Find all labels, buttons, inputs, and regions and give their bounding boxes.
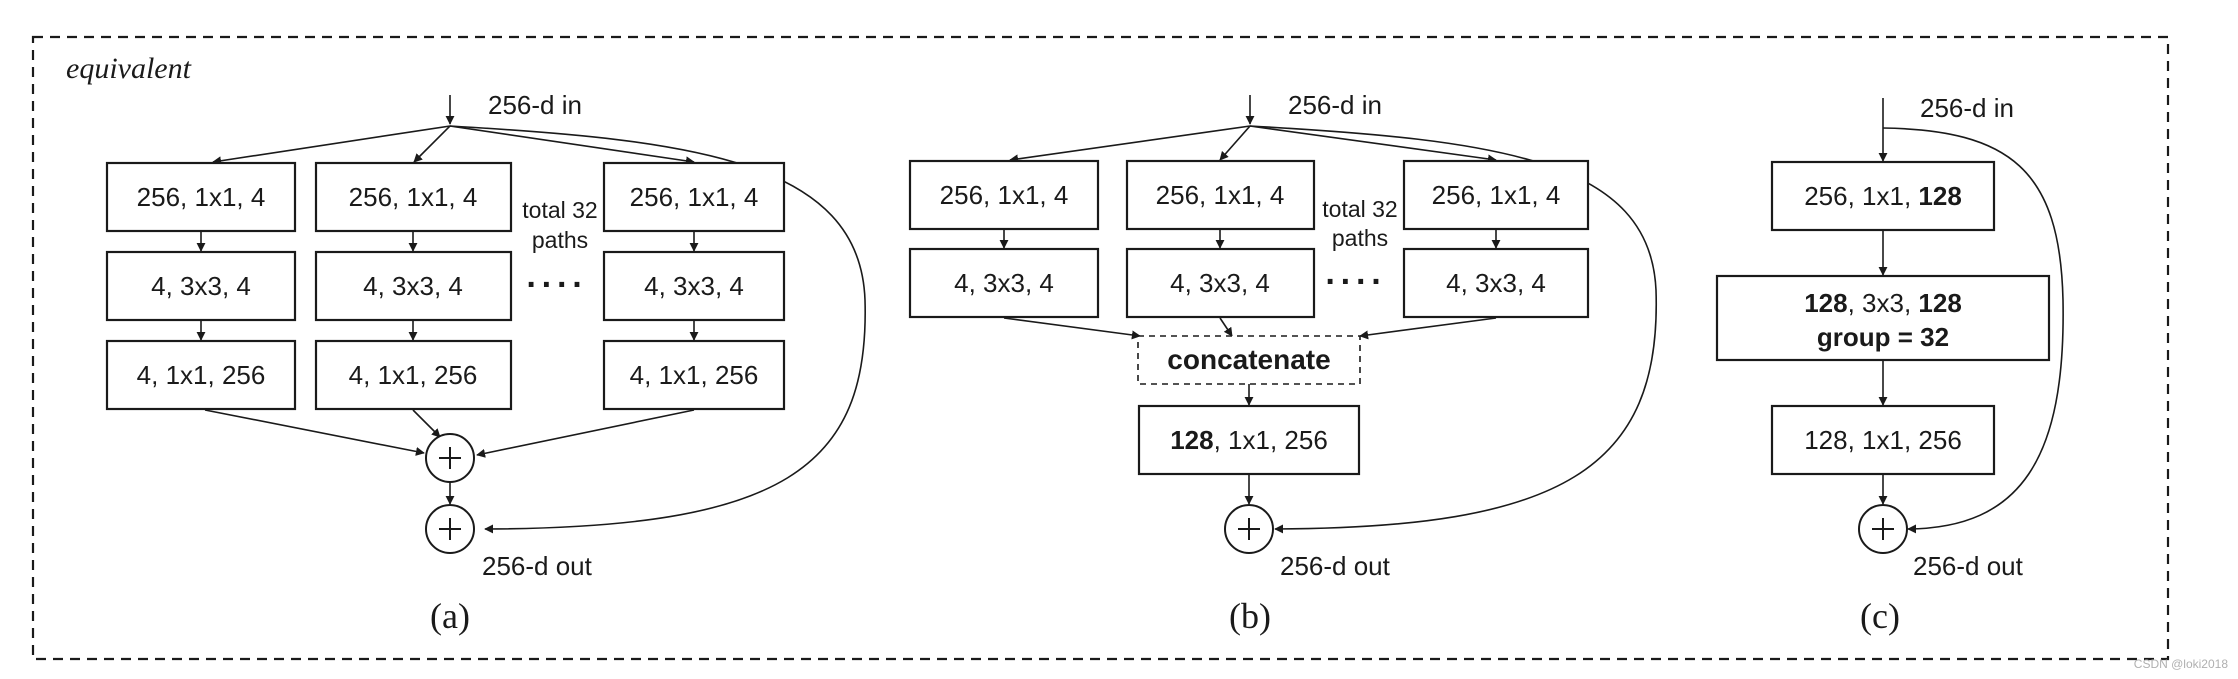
- panel-b-path2-conv2: [1125, 247, 1316, 319]
- panel-c-conv1-label: 256, 1x1, 128: [1804, 181, 1962, 211]
- panel-c-grouped-conv-line1: 128, 3x3, 128: [1804, 288, 1962, 318]
- panel-b-path1-conv2: [908, 247, 1100, 319]
- panel-c-grouped-conv: [1715, 274, 2051, 362]
- panel-a-input-label: 256-d in: [488, 90, 582, 120]
- panel-c-grouped-conv-line2: group = 32: [1817, 322, 1949, 352]
- panel-c-output-label: 256-d out: [1913, 551, 2024, 581]
- panel-b-concatenate-label: concatenate: [1167, 344, 1330, 375]
- panel-a-paths-note-line2: paths: [532, 227, 588, 253]
- equivalence-frame: [31, 35, 2170, 661]
- panel-b-output-label: 256-d out: [1280, 551, 1391, 581]
- panel-a-output-label: 256-d out: [482, 551, 593, 581]
- panel-a-path3-conv2: [602, 250, 786, 322]
- panel-a-ellipsis: ····: [526, 266, 587, 304]
- panel-b-path3-conv2: [1402, 247, 1590, 319]
- panel-a-path1-conv3: [105, 339, 297, 411]
- panel-a-path2-conv2: [314, 250, 513, 322]
- panel-a-path3-conv1-label: 256, 1x1, 4: [630, 182, 759, 212]
- panel-c: 256-d in 256, 1x1, 128 128, 3x3, 128 gro…: [1715, 93, 2064, 636]
- panel-a-path1-conv2-label: 4, 3x3, 4: [151, 271, 251, 301]
- panel-b-final-conv: [1137, 404, 1361, 476]
- panel-b: 256-d in 256, 1x1, 4 4, 3x3, 4 256, 1x1,…: [908, 90, 1657, 636]
- panel-b-path3-conv2-label: 4, 3x3, 4: [1446, 268, 1546, 298]
- panel-b-path2-conv1: [1125, 159, 1316, 231]
- panel-b-path2-conv2-label: 4, 3x3, 4: [1170, 268, 1270, 298]
- panel-b-path3-conv1: [1402, 159, 1590, 231]
- panel-a: 256-d in 256, 1x1, 4 4, 3x3, 4 4, 1x1, 2…: [105, 90, 866, 636]
- panel-a-paths-note-line1: total 32: [522, 197, 597, 223]
- panel-b-final-conv-label: 128, 1x1, 256: [1170, 425, 1328, 455]
- watermark: CSDN @loki2018: [2134, 657, 2229, 671]
- panel-a-path3-conv3: [602, 339, 786, 411]
- panel-a-path3-conv2-label: 4, 3x3, 4: [644, 271, 744, 301]
- panel-b-input-label: 256-d in: [1288, 90, 1382, 120]
- equivalent-label: equivalent: [66, 52, 192, 85]
- panel-b-path1-conv1: [908, 159, 1100, 231]
- panel-a-path3-conv3-label: 4, 1x1, 256: [630, 360, 759, 390]
- panel-a-path2-conv3-label: 4, 1x1, 256: [349, 360, 478, 390]
- panel-b-path1-conv1-label: 256, 1x1, 4: [940, 180, 1069, 210]
- panel-a-path1-conv1: [105, 161, 297, 233]
- panel-b-ellipsis: ····: [1325, 263, 1386, 301]
- panel-c-caption: (c): [1860, 596, 1900, 636]
- panel-a-path1-conv3-label: 4, 1x1, 256: [137, 360, 266, 390]
- panel-b-path3-conv1-label: 256, 1x1, 4: [1432, 180, 1561, 210]
- panel-a-caption: (a): [430, 596, 470, 636]
- panel-b-paths-note-line2: paths: [1332, 225, 1388, 251]
- panel-b-paths-note-line1: total 32: [1322, 196, 1397, 222]
- panel-c-conv3-label: 128, 1x1, 256: [1804, 425, 1962, 455]
- panel-b-caption: (b): [1229, 596, 1271, 636]
- panel-b-path1-conv2-label: 4, 3x3, 4: [954, 268, 1054, 298]
- panel-c-input-label: 256-d in: [1920, 93, 2014, 123]
- panel-a-path2-conv3: [314, 339, 513, 411]
- panel-a-path1-conv1-label: 256, 1x1, 4: [137, 182, 266, 212]
- panel-a-path2-conv1-label: 256, 1x1, 4: [349, 182, 478, 212]
- panel-a-path2-conv2-label: 4, 3x3, 4: [363, 271, 463, 301]
- panel-b-concatenate: [1137, 335, 1361, 385]
- panel-b-path2-conv1-label: 256, 1x1, 4: [1156, 180, 1285, 210]
- panel-a-path1-conv2: [105, 250, 297, 322]
